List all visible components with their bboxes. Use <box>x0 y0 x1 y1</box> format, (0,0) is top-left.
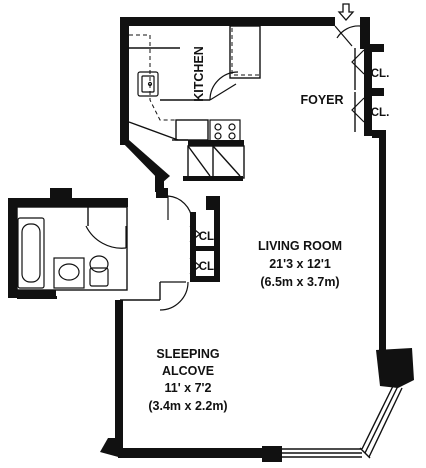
kitchen-label: KITCHEN <box>192 46 206 102</box>
sink-bath-icon <box>53 257 85 289</box>
closet-label-3: CL. <box>199 231 218 243</box>
bathtub-icon <box>17 217 45 289</box>
sleeping-alcove-dims-imperial: 11' x 7'2 <box>165 381 212 395</box>
foyer-closet-door-2-icon <box>351 97 365 123</box>
foyer-label: FOYER <box>300 93 343 107</box>
sink-icon <box>137 71 159 97</box>
door-swings <box>85 25 365 311</box>
window-icon <box>282 383 403 459</box>
living-room-dims-imperial: 21'3 x 12'1 <box>269 257 331 271</box>
bathroom-door-icon <box>85 195 193 249</box>
hall-closet-door-2-icon <box>189 257 201 275</box>
closet-label-1: CL. <box>371 68 390 80</box>
kitchen-door-icon <box>209 71 239 101</box>
interior-lines <box>16 25 356 301</box>
sleeping-alcove-label-1: SLEEPING <box>156 347 219 361</box>
stove-icon <box>209 119 241 143</box>
entry-door-icon <box>334 25 361 47</box>
living-room-label: LIVING ROOM <box>258 239 342 253</box>
living-room-dims-metric: (6.5m x 3.7m) <box>260 275 339 289</box>
sleeping-alcove-label-2: ALCOVE <box>162 364 214 378</box>
alcove-door-icon <box>159 281 189 311</box>
hall-closet-door-1-icon <box>189 225 201 243</box>
toilet-icon <box>89 255 109 287</box>
foyer-closet-door-1-icon <box>351 49 365 75</box>
closet-label-2: CL. <box>371 107 390 119</box>
sleeping-alcove-dims-metric: (3.4m x 2.2m) <box>148 399 227 413</box>
walls <box>8 17 414 462</box>
closet-label-4: CL. <box>199 261 218 273</box>
down-arrow-icon <box>337 3 355 21</box>
